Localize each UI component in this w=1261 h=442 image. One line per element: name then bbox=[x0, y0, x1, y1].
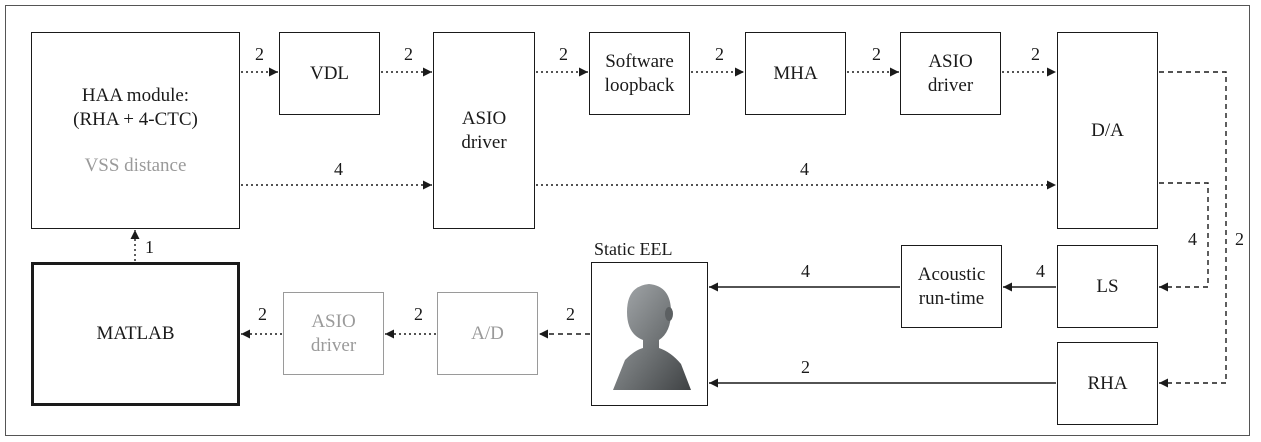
label-asio-loopback: 2 bbox=[559, 44, 568, 64]
haa-module-box: HAA module: (RHA + 4-CTC) VSS distance bbox=[31, 32, 240, 229]
ls-label: LS bbox=[1096, 275, 1119, 297]
static-eel-label: Static EEL bbox=[594, 239, 673, 259]
label-acoustic-eel: 4 bbox=[801, 261, 810, 281]
label-ad-asio: 2 bbox=[414, 304, 423, 324]
matlab-label: MATLAB bbox=[96, 323, 175, 344]
label-haa-asio-4: 4 bbox=[334, 159, 343, 179]
label-haa-vdl: 2 bbox=[255, 44, 264, 64]
acoustic-runtime-box: Acoustic run-time bbox=[901, 245, 1002, 328]
edge-da-rha bbox=[1159, 71, 1227, 388]
label-asio-da-4: 4 bbox=[800, 159, 809, 179]
dummy-head-icon bbox=[612, 284, 691, 390]
asio-driver-main-box: ASIO driver bbox=[433, 32, 535, 229]
asio-driver-in-box: ASIO driver bbox=[283, 292, 384, 375]
acoustic-line2: run-time bbox=[918, 287, 985, 309]
label-loopback-mha: 2 bbox=[715, 44, 724, 64]
software-loopback-line2: loopback bbox=[604, 74, 675, 96]
asio-main-line1: ASIO bbox=[461, 107, 507, 129]
software-loopback-line1: Software bbox=[605, 50, 674, 72]
label-eel-ad: 2 bbox=[566, 304, 575, 324]
label-da-ls: 4 bbox=[1188, 229, 1197, 249]
vdl-label: VDL bbox=[309, 62, 350, 84]
asio-in-line1: ASIO bbox=[311, 310, 356, 332]
matlab-box: MATLAB bbox=[31, 262, 240, 406]
da-label: D/A bbox=[1091, 119, 1124, 141]
vss-distance-label: VSS distance bbox=[84, 154, 187, 176]
software-loopback-box: Software loopback bbox=[589, 32, 690, 115]
haa-module-subtitle: (RHA + 4-CTC) bbox=[73, 108, 198, 130]
ad-box: A/D bbox=[437, 292, 538, 375]
asio-main-line2: driver bbox=[461, 131, 507, 153]
label-vdl-asio: 2 bbox=[404, 44, 413, 64]
label-da-rha: 2 bbox=[1235, 229, 1244, 249]
label-asio-matlab: 2 bbox=[258, 304, 267, 324]
mha-box: MHA bbox=[745, 32, 846, 115]
asio-driver-out-box: ASIO driver bbox=[900, 32, 1001, 115]
label-matlab-haa: 1 bbox=[145, 237, 154, 257]
vdl-box: VDL bbox=[279, 32, 380, 115]
ls-box: LS bbox=[1057, 245, 1158, 328]
label-ls-acoustic: 4 bbox=[1036, 261, 1045, 281]
asio-out-line2: driver bbox=[927, 74, 974, 96]
acoustic-line1: Acoustic bbox=[917, 263, 986, 285]
label-rha-eel: 2 bbox=[801, 357, 810, 377]
asio-out-line1: ASIO bbox=[928, 50, 973, 72]
da-box: D/A bbox=[1057, 32, 1158, 229]
mha-label: MHA bbox=[773, 62, 818, 84]
edge-da-ls bbox=[1159, 182, 1209, 292]
diagram-frame bbox=[5, 5, 1250, 436]
label-mha-asio: 2 bbox=[872, 44, 881, 64]
haa-module-title: HAA module: bbox=[81, 84, 190, 106]
ad-label: A/D bbox=[471, 322, 504, 344]
asio-in-line2: driver bbox=[310, 334, 357, 356]
rha-label: RHA bbox=[1087, 372, 1128, 394]
rha-box: RHA bbox=[1057, 342, 1158, 425]
label-asio-da: 2 bbox=[1031, 44, 1040, 64]
static-eel-box bbox=[591, 262, 708, 406]
